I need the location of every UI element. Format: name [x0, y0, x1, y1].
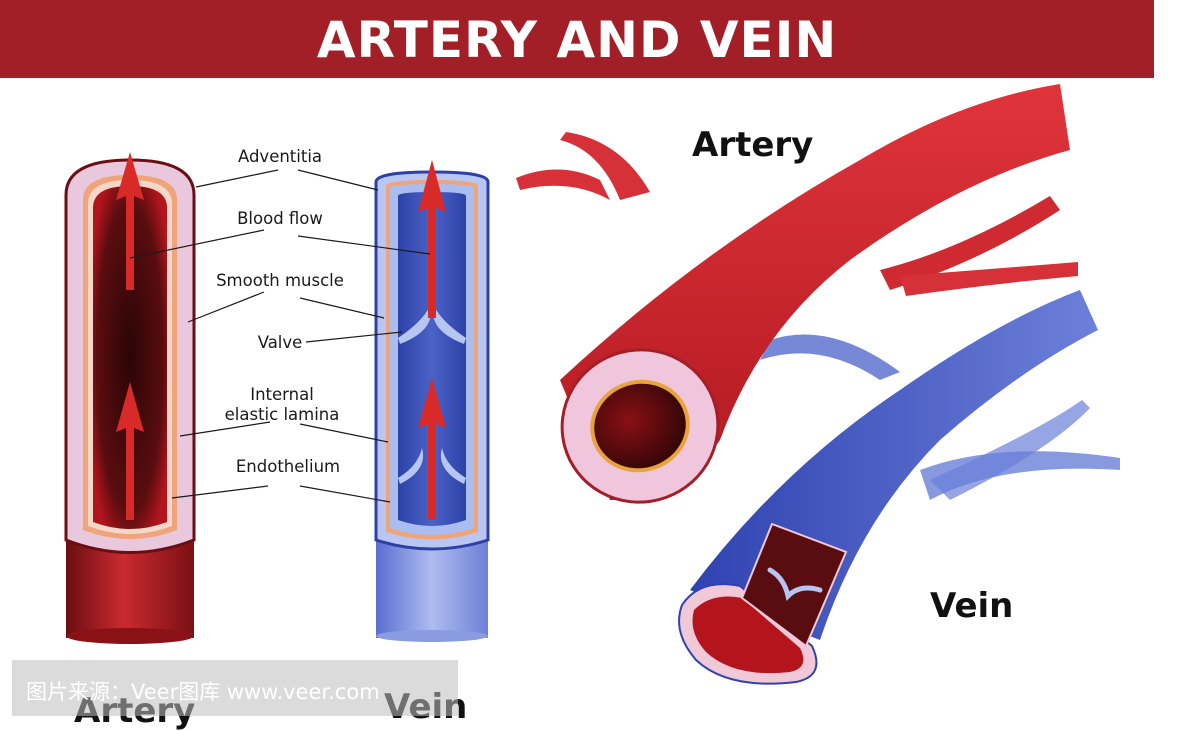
- label-blood-flow: Blood flow: [237, 209, 323, 228]
- artery-cylinder-bottom: [66, 628, 194, 644]
- vein-lumen: [398, 192, 466, 526]
- title-banner: [0, 0, 1154, 78]
- label-valve: Valve: [258, 333, 303, 352]
- artery-3d-branch-right: [880, 196, 1060, 290]
- label-elastic-lamina: elastic lamina: [225, 405, 340, 424]
- artery-3d-branch-left: [560, 132, 650, 200]
- artery-3d-branch-top: [516, 169, 610, 200]
- label-smooth-muscle: Smooth muscle: [216, 271, 344, 290]
- artery-section: [64, 152, 196, 644]
- artery-3d-lumen: [594, 383, 686, 469]
- watermark-text: 图片来源：Veer图库 www.veer.com: [26, 680, 380, 704]
- artery-blood-flow-arrows: [116, 152, 144, 520]
- vein-blood-flow-arrows: [418, 160, 446, 520]
- vein-3d-branch-upper: [760, 334, 900, 380]
- page-title: ARTERY AND VEIN: [316, 11, 838, 69]
- vein-3d: [678, 290, 1120, 685]
- label-artery-3d: Artery: [692, 125, 813, 165]
- label-adventitia: Adventitia: [238, 147, 322, 166]
- label-vein-3d: Vein: [930, 586, 1013, 626]
- watermark-bar: [12, 660, 458, 716]
- artery-3d: [516, 84, 1078, 504]
- vein-valves: [398, 306, 466, 484]
- vein-3d-opened-wall: [740, 522, 848, 648]
- vein-cylinder-bottom: [376, 630, 488, 642]
- vein-3d-branch-fork: [930, 400, 1090, 500]
- artery-lumen: [93, 186, 167, 529]
- artery-3d-branch-lower: [900, 262, 1078, 296]
- label-internal: Internal: [250, 385, 314, 404]
- vein-3d-valve: [767, 567, 823, 601]
- leader-lines: [129, 169, 431, 503]
- label-endothelium: Endothelium: [236, 457, 340, 476]
- vein-3d-cut-lumen: [692, 596, 804, 674]
- vein-section: [374, 160, 490, 642]
